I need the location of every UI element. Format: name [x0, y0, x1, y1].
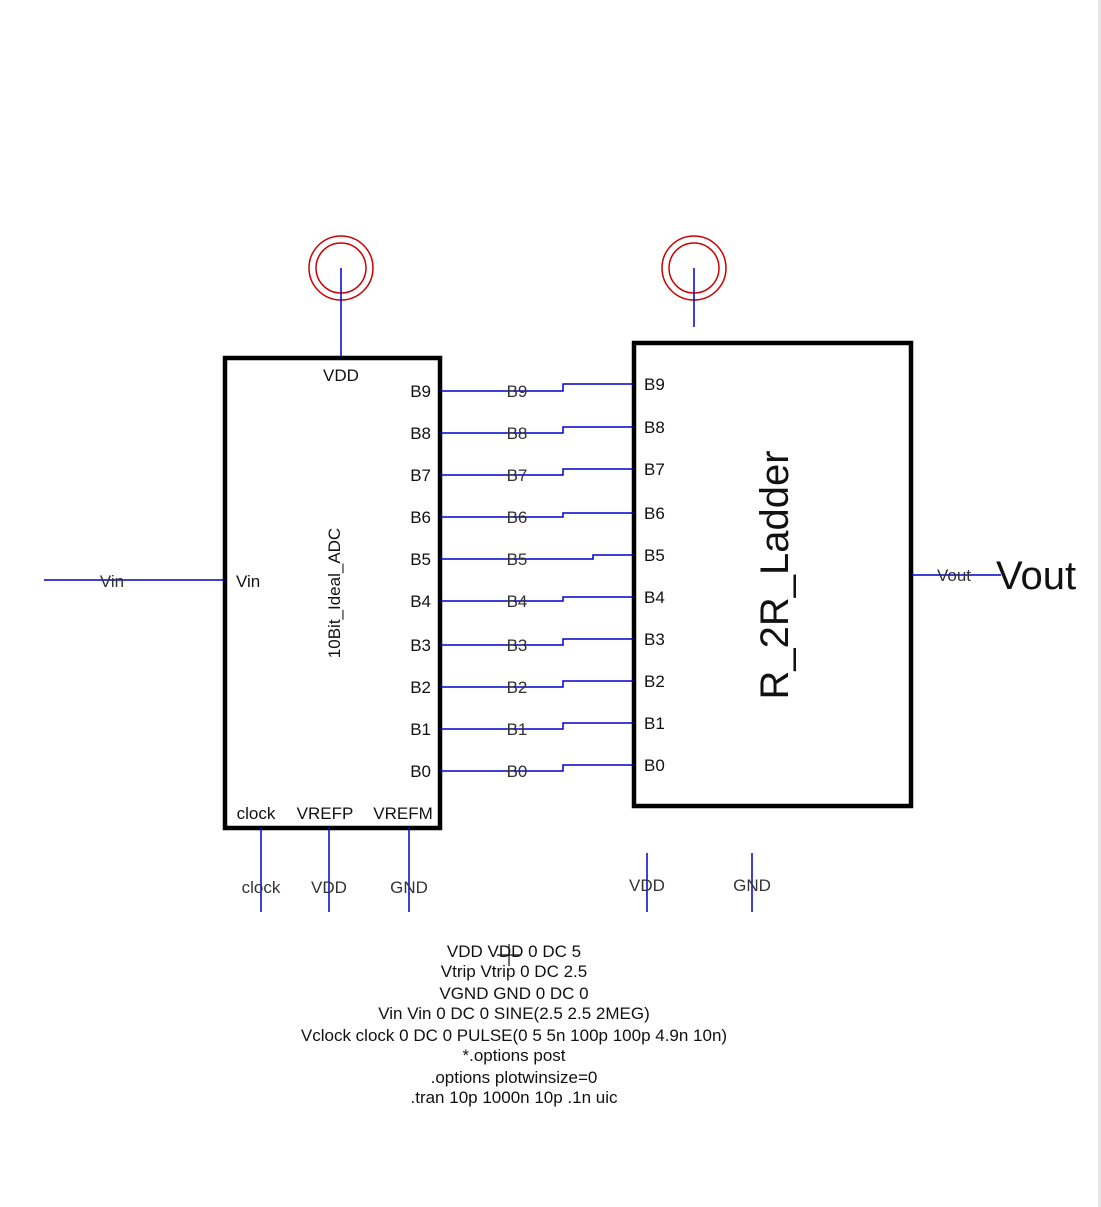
adc-component-name: 10Bit_Ideal_ADC: [325, 528, 344, 658]
adc-pin-label-b1: B1: [410, 720, 431, 739]
dac-pin-label-b7: B7: [644, 460, 665, 479]
dac-component-name: R_2R_Ladder: [753, 450, 797, 699]
dac-pin-label-b3: B3: [644, 630, 665, 649]
bit-wire-b0[interactable]: [440, 764, 634, 772]
spice-directives[interactable]: VDD VDD 0 DC 5 Vtrip Vtrip 0 DC 2.5 VGND…: [301, 942, 727, 1107]
bit-wire-b6[interactable]: [440, 512, 634, 518]
adc-pin-label-b4: B4: [410, 592, 431, 611]
bit-wire-b4[interactable]: [440, 596, 634, 602]
vrefp-net-label: VDD: [311, 878, 347, 897]
adc-pin-label-b5: B5: [410, 550, 431, 569]
bit-wire-b2[interactable]: [440, 680, 634, 688]
bit-wire-b5[interactable]: [440, 554, 634, 560]
dac-pin-label-b6: B6: [644, 504, 665, 523]
vin-net-label: Vin: [100, 572, 124, 591]
dac-pin-label-b8: B8: [644, 418, 665, 437]
vout-port-label: Vout: [996, 554, 1076, 598]
bit-wire-b8[interactable]: [440, 426, 634, 434]
spice-line: .tran 10p 1000n 10p .1n uic: [411, 1088, 618, 1107]
adc-pin-label-b7: B7: [410, 466, 431, 485]
bit-net-label-b5: B5: [507, 550, 528, 569]
dac-pin-label-b1: B1: [644, 714, 665, 733]
bit-net-label-b6: B6: [507, 508, 528, 527]
spice-line: VGND GND 0 DC 0: [439, 984, 588, 1003]
spice-line: .options plotwinsize=0: [431, 1068, 598, 1087]
dac-pin-label-b5: B5: [644, 546, 665, 565]
adc-pin-label-b6: B6: [410, 508, 431, 527]
bit-net-label-b2: B2: [507, 678, 528, 697]
bit-wire-b9[interactable]: [440, 383, 634, 392]
adc-vin-pin-label: Vin: [236, 572, 260, 591]
bit-net-label-b3: B3: [507, 636, 528, 655]
dac-vdd-net-label: VDD: [629, 876, 665, 895]
spice-line: Vclock clock 0 DC 0 PULSE(0 5 5n 100p 10…: [301, 1026, 727, 1045]
dac-pin-label-b2: B2: [644, 672, 665, 691]
bit-wire-b7[interactable]: [440, 468, 634, 476]
spice-line: Vtrip Vtrip 0 DC 2.5: [441, 962, 587, 981]
spice-line: VDD VDD 0 DC 5: [447, 942, 581, 961]
bit-wire-b3[interactable]: [440, 638, 634, 646]
dac-pin-label-b0: B0: [644, 756, 665, 775]
adc-pin-label-b3: B3: [410, 636, 431, 655]
origin-cross-icon: [497, 944, 521, 966]
right-edge-divider: [1098, 0, 1101, 1207]
adc-vdd-pin-label: VDD: [323, 366, 359, 385]
adc-vrefp-pin-label: VREFP: [297, 804, 354, 823]
clock-net-label: clock: [242, 878, 281, 897]
adc-clock-pin-label: clock: [237, 804, 276, 823]
dac-gnd-net-label: GND: [733, 876, 771, 895]
spice-line: *.options post: [462, 1046, 565, 1065]
bit-net-label-b8: B8: [507, 424, 528, 443]
bit-wire-b1[interactable]: [440, 722, 634, 730]
bit-net-label-b7: B7: [507, 466, 528, 485]
bit-net-label-b1: B1: [507, 720, 528, 739]
vout-net-label: Vout: [937, 566, 971, 585]
adc-block[interactable]: [222, 355, 443, 831]
bit-net-label-b9: B9: [507, 382, 528, 401]
adc-pin-label-b9: B9: [410, 382, 431, 401]
adc-pin-label-b0: B0: [410, 762, 431, 781]
bit-net-label-b4: B4: [507, 592, 528, 611]
bit-net-label-b0: B0: [507, 762, 528, 781]
spice-line: Vin Vin 0 DC 0 SINE(2.5 2.5 2MEG): [378, 1004, 650, 1023]
dac-pin-label-b4: B4: [644, 588, 665, 607]
adc-pin-label-b2: B2: [410, 678, 431, 697]
vrefm-net-label: GND: [390, 878, 428, 897]
adc-pin-label-b8: B8: [410, 424, 431, 443]
dac-pin-label-b9: B9: [644, 375, 665, 394]
adc-vrefm-pin-label: VREFM: [373, 804, 433, 823]
